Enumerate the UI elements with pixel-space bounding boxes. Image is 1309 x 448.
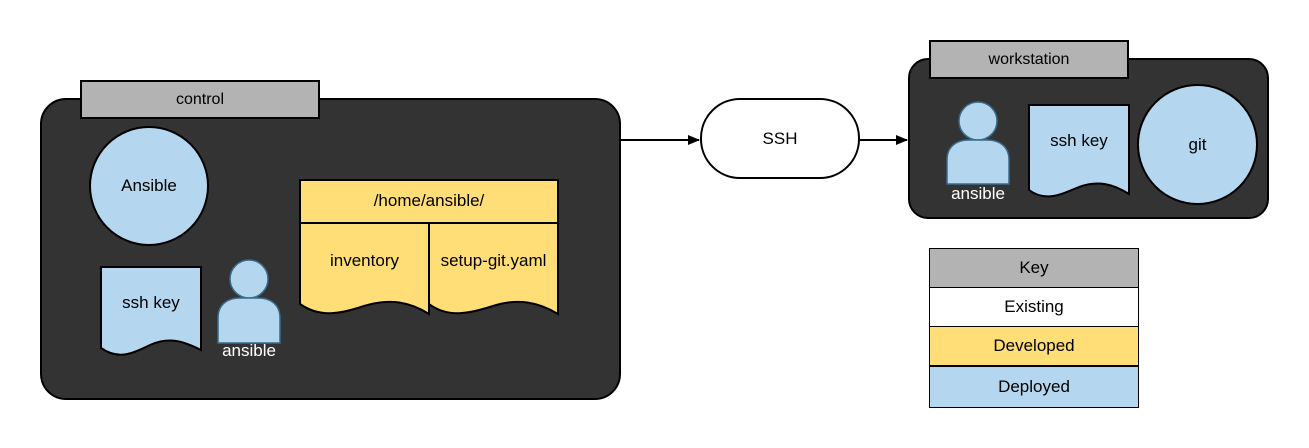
key-title: Key xyxy=(929,248,1139,288)
control-ssh-key-label: ssh key xyxy=(122,293,180,312)
folder-header xyxy=(299,179,559,224)
git-circle: git xyxy=(1137,84,1258,205)
ansible-circle: Ansible xyxy=(89,126,209,246)
key-developed: Developed xyxy=(929,326,1139,366)
workstation-title: workstation xyxy=(929,40,1129,79)
workstation-user-label: ansible xyxy=(951,184,1005,203)
key-existing: Existing xyxy=(929,287,1139,327)
control-user-icon xyxy=(217,259,281,344)
control-title: control xyxy=(80,80,320,119)
setup-git-label: setup-git.yaml xyxy=(440,251,547,270)
ssh-node: SSH xyxy=(700,98,860,179)
control-user-label: ansible xyxy=(222,341,276,360)
inventory-doc xyxy=(299,222,430,316)
inventory-label: inventory xyxy=(330,251,399,270)
workstation-user-icon xyxy=(946,101,1010,185)
key-deployed: Deployed xyxy=(929,366,1139,408)
folder-path-label: /home/ansible/ xyxy=(373,191,485,210)
setup-git-doc xyxy=(428,222,559,316)
workstation-ssh-key-doc xyxy=(1028,104,1130,198)
workstation-ssh-key-label: ssh key xyxy=(1050,131,1108,150)
control-ssh-key-doc xyxy=(100,266,202,356)
